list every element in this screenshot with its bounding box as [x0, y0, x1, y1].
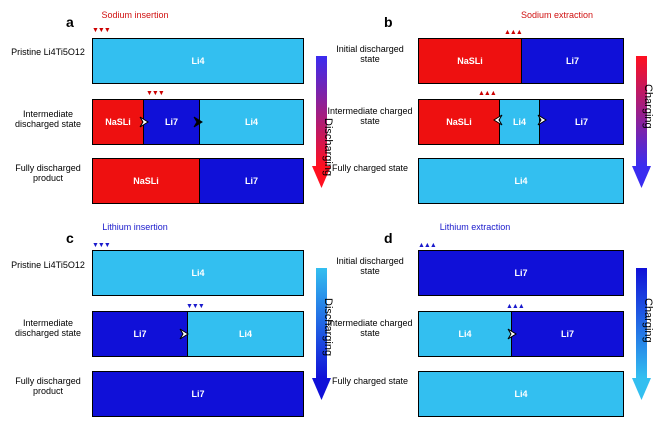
li4-segment: Li4 [187, 312, 303, 356]
li4-segment: Li4 [93, 251, 303, 295]
row-label: Intermediate charged state [327, 318, 413, 338]
arrow-down-icon [312, 56, 331, 188]
row-label: Intermediate charged state [327, 106, 413, 126]
li7-segment: Li7 [511, 312, 623, 356]
arrow-label: Charging [642, 298, 654, 343]
li7-segment: Li7 [419, 251, 623, 295]
ion-label: Sodium extraction [520, 10, 594, 20]
state-bar: Li4 [418, 158, 624, 204]
sodium-extraction-marker-icon: ▲▲▲ [504, 29, 523, 36]
state-bar: NaSLi Li4 Li7 [418, 99, 624, 145]
state-bar: NaSLi Li7 [418, 38, 624, 84]
state-bar: Li4 [92, 38, 304, 84]
lithium-insertion-marker-icon: ▼▼▼ [92, 242, 111, 249]
chevron-right-icon [537, 114, 547, 126]
row-label: Intermediate discharged state [14, 109, 82, 129]
nasli-segment: NaSLi [419, 39, 521, 83]
arrow-down-icon [312, 268, 331, 400]
row-label: Fully charged state [331, 376, 409, 386]
panel-letter: c [66, 230, 74, 246]
state-bar: Li4 [92, 250, 304, 296]
sodium-extraction-marker-icon: ▲▲▲ [478, 90, 497, 97]
chevron-right-icon [179, 328, 189, 340]
li7-segment: Li7 [93, 312, 187, 356]
chevron-left-icon [493, 114, 503, 126]
nasli-segment: NaSLi [419, 100, 499, 144]
li4-segment: Li4 [93, 39, 303, 83]
sodium-insertion-marker-icon: ▼▼▼ [92, 27, 111, 34]
row-label: Fully charged state [331, 163, 409, 173]
lithium-extraction-marker-icon: ▲▲▲ [506, 303, 525, 310]
arrow-down-icon [632, 268, 651, 400]
ion-label: Lithium extraction [439, 222, 511, 232]
row-label: Intermediate discharged state [14, 318, 82, 338]
li7-segment: Li7 [143, 100, 199, 144]
li4-segment: Li4 [419, 159, 623, 203]
panel-letter: d [384, 230, 393, 246]
row-label: Pristine Li4Ti5O12 [11, 47, 85, 57]
lithium-insertion-marker-icon: ▼▼▼ [186, 303, 205, 310]
state-bar: NaSLi Li7 [92, 158, 304, 204]
li4-segment: Li4 [419, 372, 623, 416]
li7-segment: Li7 [521, 39, 623, 83]
state-bar: Li4 Li7 [418, 311, 624, 357]
row-label: Pristine Li4Ti5O12 [11, 260, 85, 270]
state-bar: Li4 [418, 371, 624, 417]
ion-label: Lithium insertion [102, 222, 168, 232]
sodium-insertion-marker-icon: ▼▼▼ [146, 90, 165, 97]
nasli-segment: NaSLi [93, 159, 199, 203]
state-bar: Li7 [92, 371, 304, 417]
panel-letter: a [66, 14, 74, 30]
arrow-down-icon [632, 56, 651, 188]
row-label: Initial discharged state [336, 256, 404, 276]
li7-segment: Li7 [93, 372, 303, 416]
arrow-label: Charging [642, 84, 654, 129]
row-label: Fully discharged product [15, 376, 81, 396]
state-bar: Li7 Li4 [92, 311, 304, 357]
chevron-right-icon [193, 116, 203, 128]
ion-label: Sodium insertion [101, 10, 169, 20]
panel-letter: b [384, 14, 393, 30]
chevron-right-icon [139, 116, 149, 128]
li4-segment: Li4 [419, 312, 511, 356]
li4-segment: Li4 [499, 100, 539, 144]
nasli-segment: NaSLi [93, 100, 143, 144]
state-bar: NaSLi Li7 Li4 [92, 99, 304, 145]
li7-segment: Li7 [199, 159, 303, 203]
row-label: Fully discharged product [15, 163, 81, 183]
row-label: Initial discharged state [336, 44, 404, 64]
li4-segment: Li4 [199, 100, 303, 144]
lithium-extraction-marker-icon: ▲▲▲ [418, 242, 437, 249]
chevron-right-icon [507, 328, 517, 340]
state-bar: Li7 [418, 250, 624, 296]
li7-segment: Li7 [539, 100, 623, 144]
